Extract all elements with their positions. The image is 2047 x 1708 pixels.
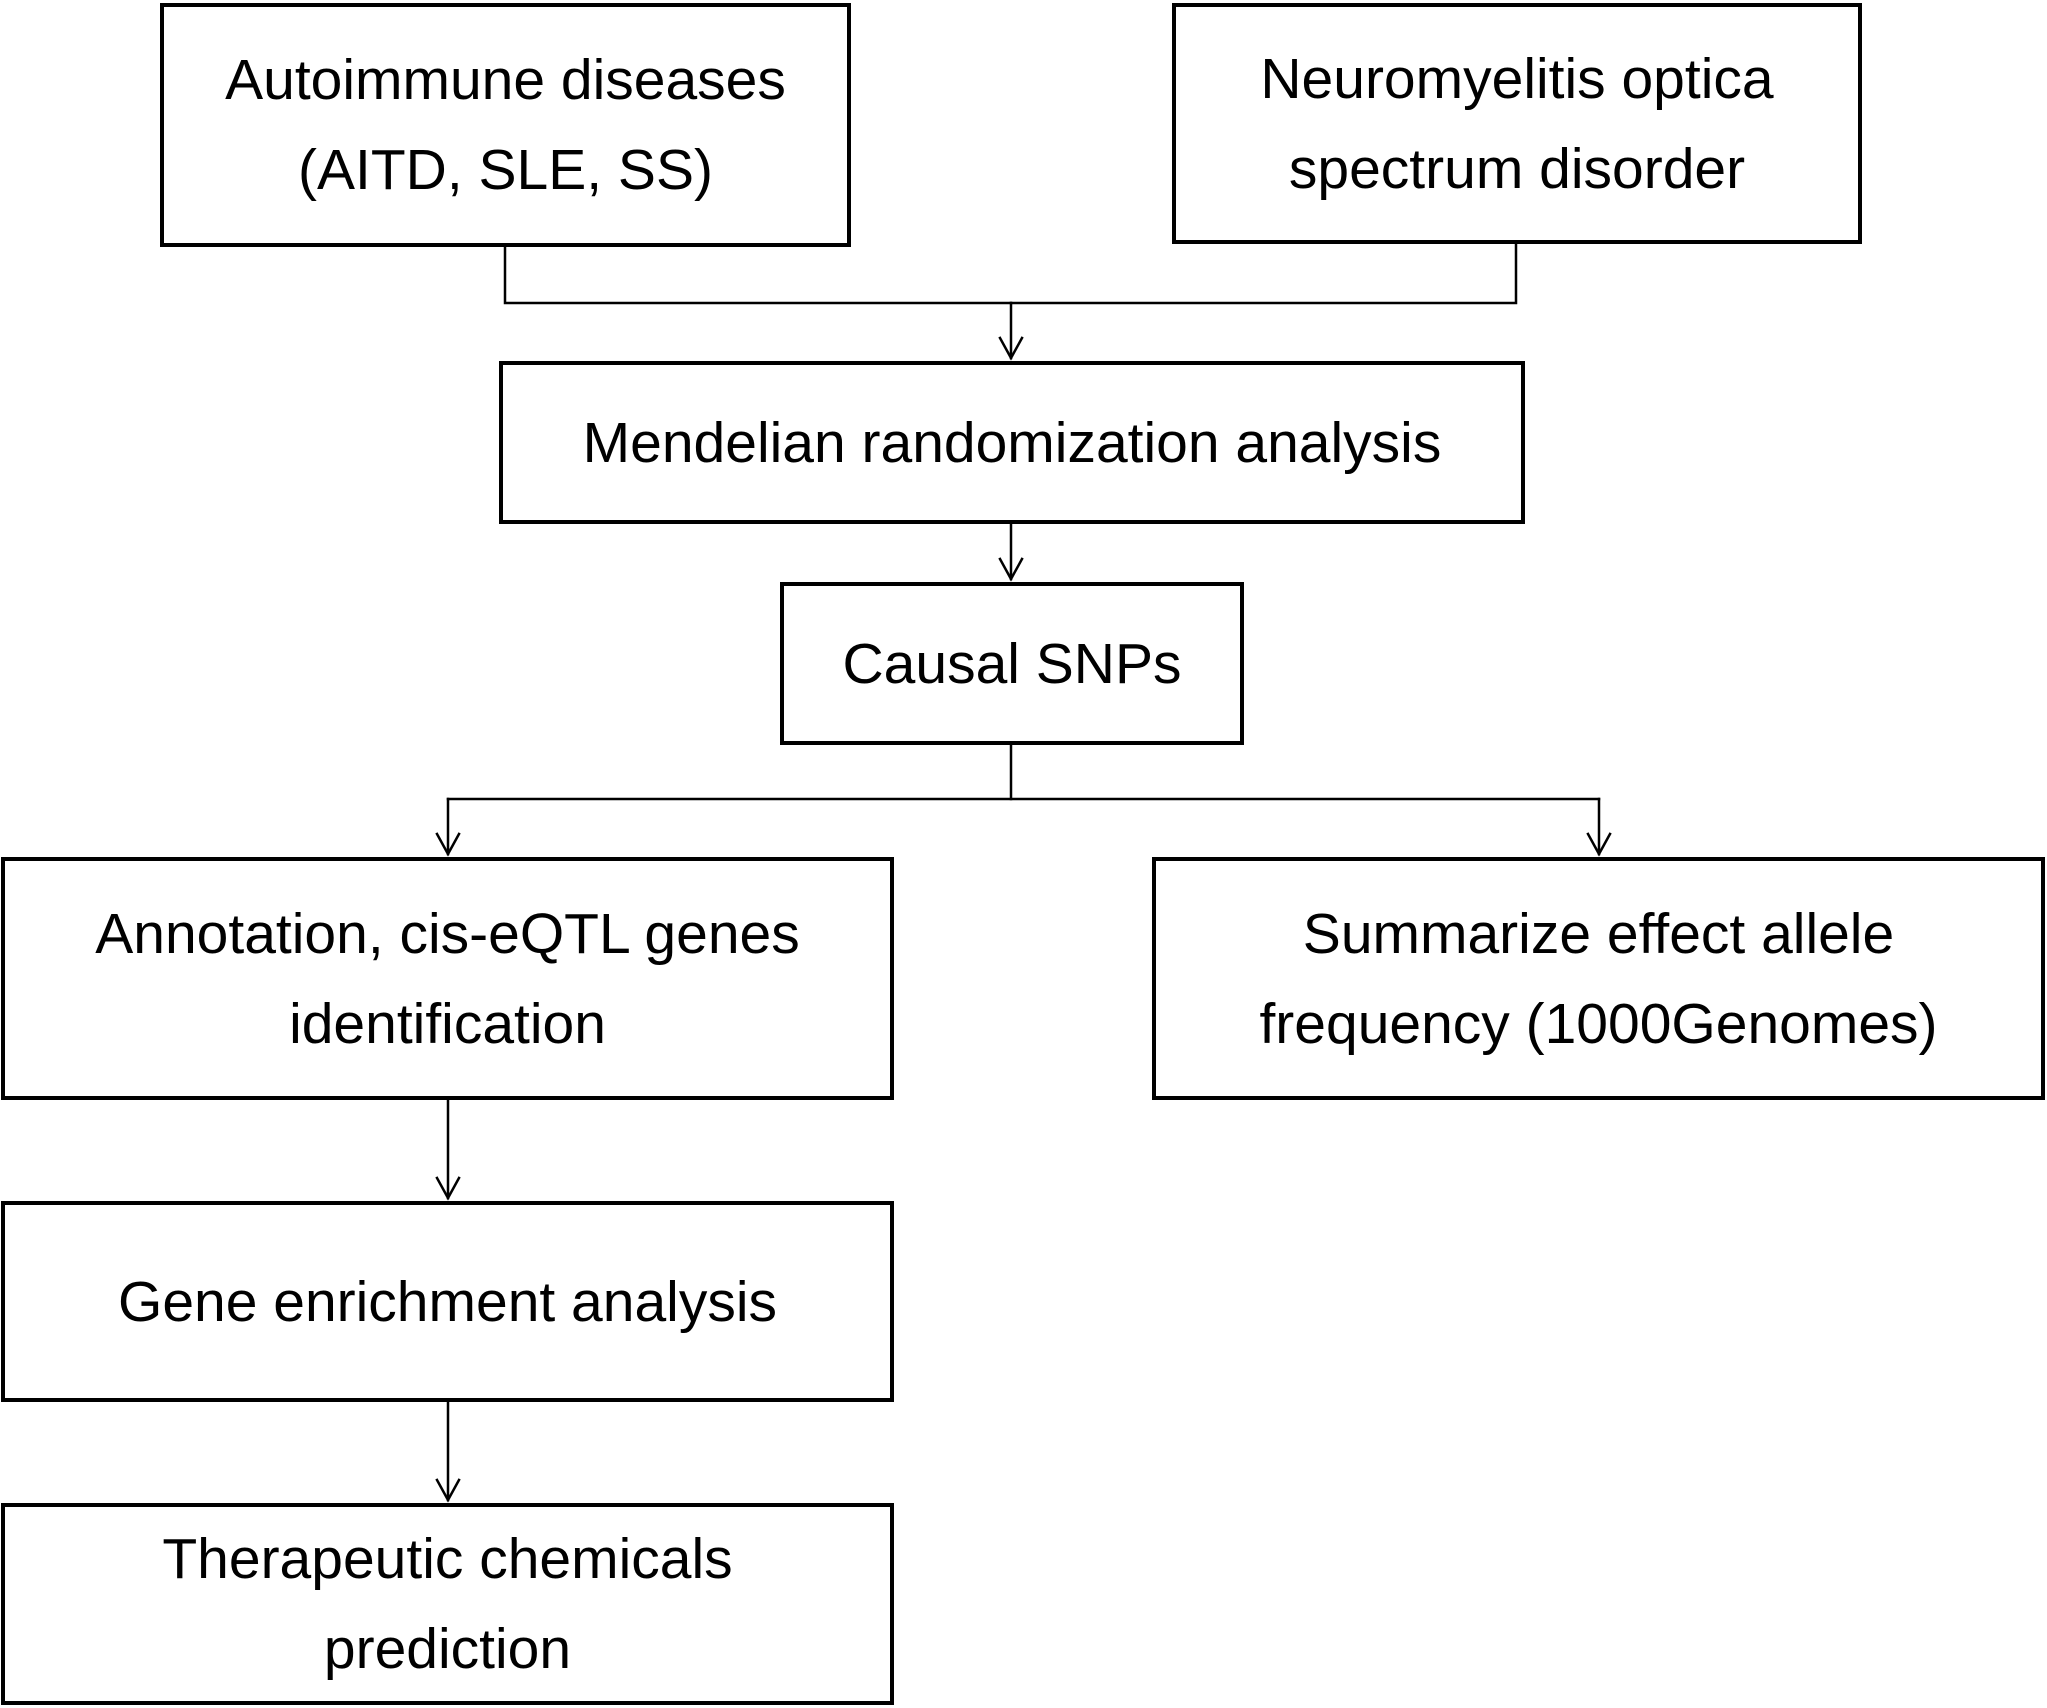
node-neuromyelitis-optica: Neuromyelitis optica spectrum disorder (1172, 3, 1862, 244)
node-label: Mendelian randomization analysis (583, 398, 1442, 488)
node-gene-enrichment: Gene enrichment analysis (1, 1201, 894, 1402)
node-label: Gene enrichment analysis (118, 1257, 777, 1347)
arrowhead-frequency (1586, 832, 1612, 857)
connector-autoimmune-merge (503, 245, 1013, 305)
node-mendelian-randomization: Mendelian randomization analysis (499, 361, 1525, 524)
node-autoimmune-diseases: Autoimmune diseases (AITD, SLE, SS) (160, 3, 851, 247)
arrowhead-enrichment (435, 1176, 461, 1201)
node-label: Annotation, cis-eQTL genes identificatio… (95, 889, 799, 1069)
node-text-line: Autoimmune diseases (225, 48, 786, 112)
node-text-line: Causal SNPs (842, 631, 1182, 696)
arrowhead-chemicals (435, 1478, 461, 1503)
node-text-line: (AITD, SLE, SS) (298, 138, 713, 202)
arrowhead-snps (998, 557, 1024, 582)
node-text-line: Annotation, cis-eQTL genes (95, 901, 800, 966)
node-text-line: spectrum disorder (1288, 136, 1746, 201)
node-label: Summarize effect allele frequency (1000G… (1259, 889, 1937, 1069)
node-annotation-eqtl: Annotation, cis-eQTL genes identificatio… (1, 857, 894, 1100)
node-text-line: Therapeutic chemicals (162, 1527, 733, 1591)
node-label: Causal SNPs (843, 619, 1182, 709)
node-text-line: Summarize effect allele (1302, 901, 1895, 966)
arrowhead-annotation (435, 832, 461, 857)
node-text-line: frequency (1000Genomes) (1259, 991, 1938, 1056)
node-text-line: Mendelian randomization analysis (582, 410, 1442, 475)
node-label: Autoimmune diseases (AITD, SLE, SS) (225, 35, 786, 215)
node-label: Therapeutic chemicals prediction (162, 1514, 732, 1694)
node-text-line: prediction (323, 1617, 572, 1681)
node-label: Neuromyelitis optica spectrum disorder (1260, 34, 1773, 214)
node-text-line: Gene enrichment analysis (117, 1269, 777, 1334)
connector-nmosd-merge (1009, 242, 1518, 305)
node-therapeutic-chemicals: Therapeutic chemicals prediction (1, 1503, 894, 1705)
node-text-line: identification (289, 991, 606, 1056)
arrowhead-mr (998, 336, 1024, 361)
node-allele-frequency: Summarize effect allele frequency (1000G… (1152, 857, 2045, 1100)
node-text-line: Neuromyelitis optica (1260, 46, 1774, 111)
node-causal-snps: Causal SNPs (780, 582, 1244, 745)
